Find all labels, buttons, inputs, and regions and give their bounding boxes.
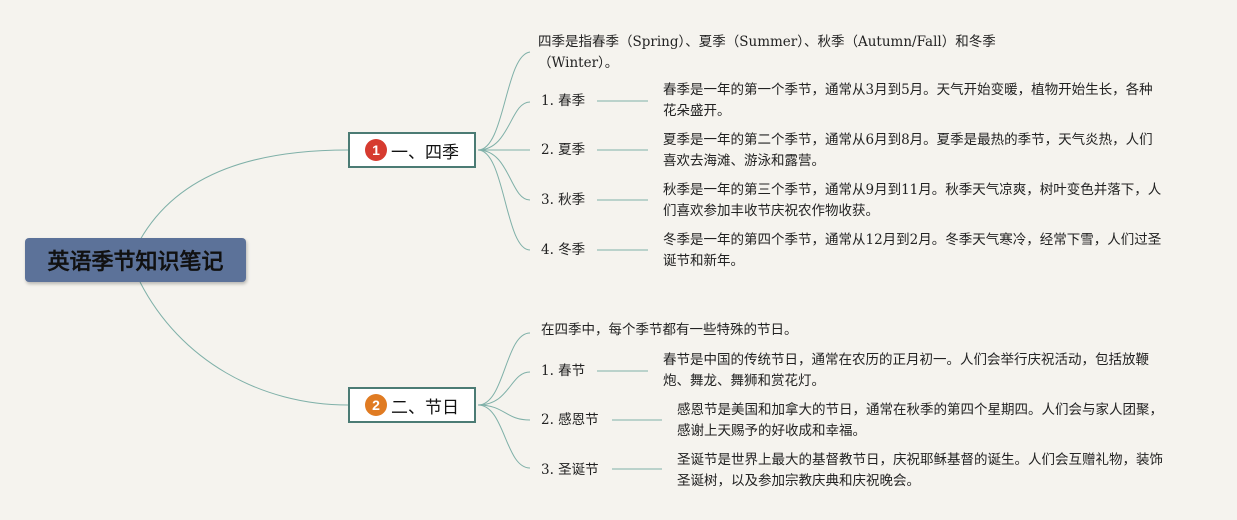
branch-festivals[interactable]: 2 二、节日: [348, 387, 476, 423]
item-winter-label[interactable]: 4. 冬季: [541, 242, 586, 258]
branch-label: 二、节日: [391, 397, 459, 418]
item-autumn-label[interactable]: 3. 秋季: [541, 192, 586, 208]
item-thanksgiving-detail[interactable]: 感恩节是美国和加拿大的节日，通常在秋季的第四个星期四。人们会与家人团聚，感谢上天…: [677, 402, 1163, 439]
item-spring-festival-label[interactable]: 1. 春节: [541, 363, 586, 379]
item-christmas-label[interactable]: 3. 圣诞节: [541, 462, 599, 478]
summary-seasons[interactable]: 四季是指春季（Spring）、夏季（Summer）、秋季（Autumn/Fall…: [538, 34, 996, 71]
item-summer-detail[interactable]: 夏季是一年的第二个季节，通常从6月到8月。夏季是最热的季节，天气炎热，人们喜欢去…: [663, 132, 1153, 169]
item-spring-festival-detail[interactable]: 春节是中国的传统节日，通常在农历的正月初一。人们会举行庆祝活动，包括放鞭炮、舞龙…: [663, 352, 1149, 389]
summary-festivals[interactable]: 在四季中，每个季节都有一些特殊的节日。: [541, 322, 798, 338]
branch-label: 一、四季: [391, 142, 459, 163]
item-thanksgiving-label[interactable]: 2. 感恩节: [541, 412, 599, 428]
item-autumn-detail[interactable]: 秋季是一年的第三个季节，通常从9月到11月。秋季天气凉爽，树叶变色并落下，人们喜…: [663, 182, 1162, 219]
number-2-icon: 2: [365, 394, 387, 416]
number-1-icon: 1: [365, 139, 387, 161]
item-spring-detail[interactable]: 春季是一年的第一个季节，通常从3月到5月。天气开始变暖，植物开始生长，各种花朵盛…: [663, 82, 1153, 119]
item-summer-label[interactable]: 2. 夏季: [541, 142, 586, 158]
item-christmas-detail[interactable]: 圣诞节是世界上最大的基督教节日，庆祝耶稣基督的诞生。人们会互赠礼物，装饰圣诞树，…: [677, 452, 1163, 489]
item-spring-label[interactable]: 1. 春季: [541, 93, 586, 109]
branch-seasons[interactable]: 1 一、四季: [348, 132, 476, 168]
root-topic[interactable]: 英语季节知识笔记: [25, 238, 246, 282]
item-winter-detail[interactable]: 冬季是一年的第四个季节，通常从12月到2月。冬季天气寒冷，经常下雪，人们过圣诞节…: [663, 232, 1162, 269]
root-title: 英语季节知识笔记: [47, 250, 224, 275]
